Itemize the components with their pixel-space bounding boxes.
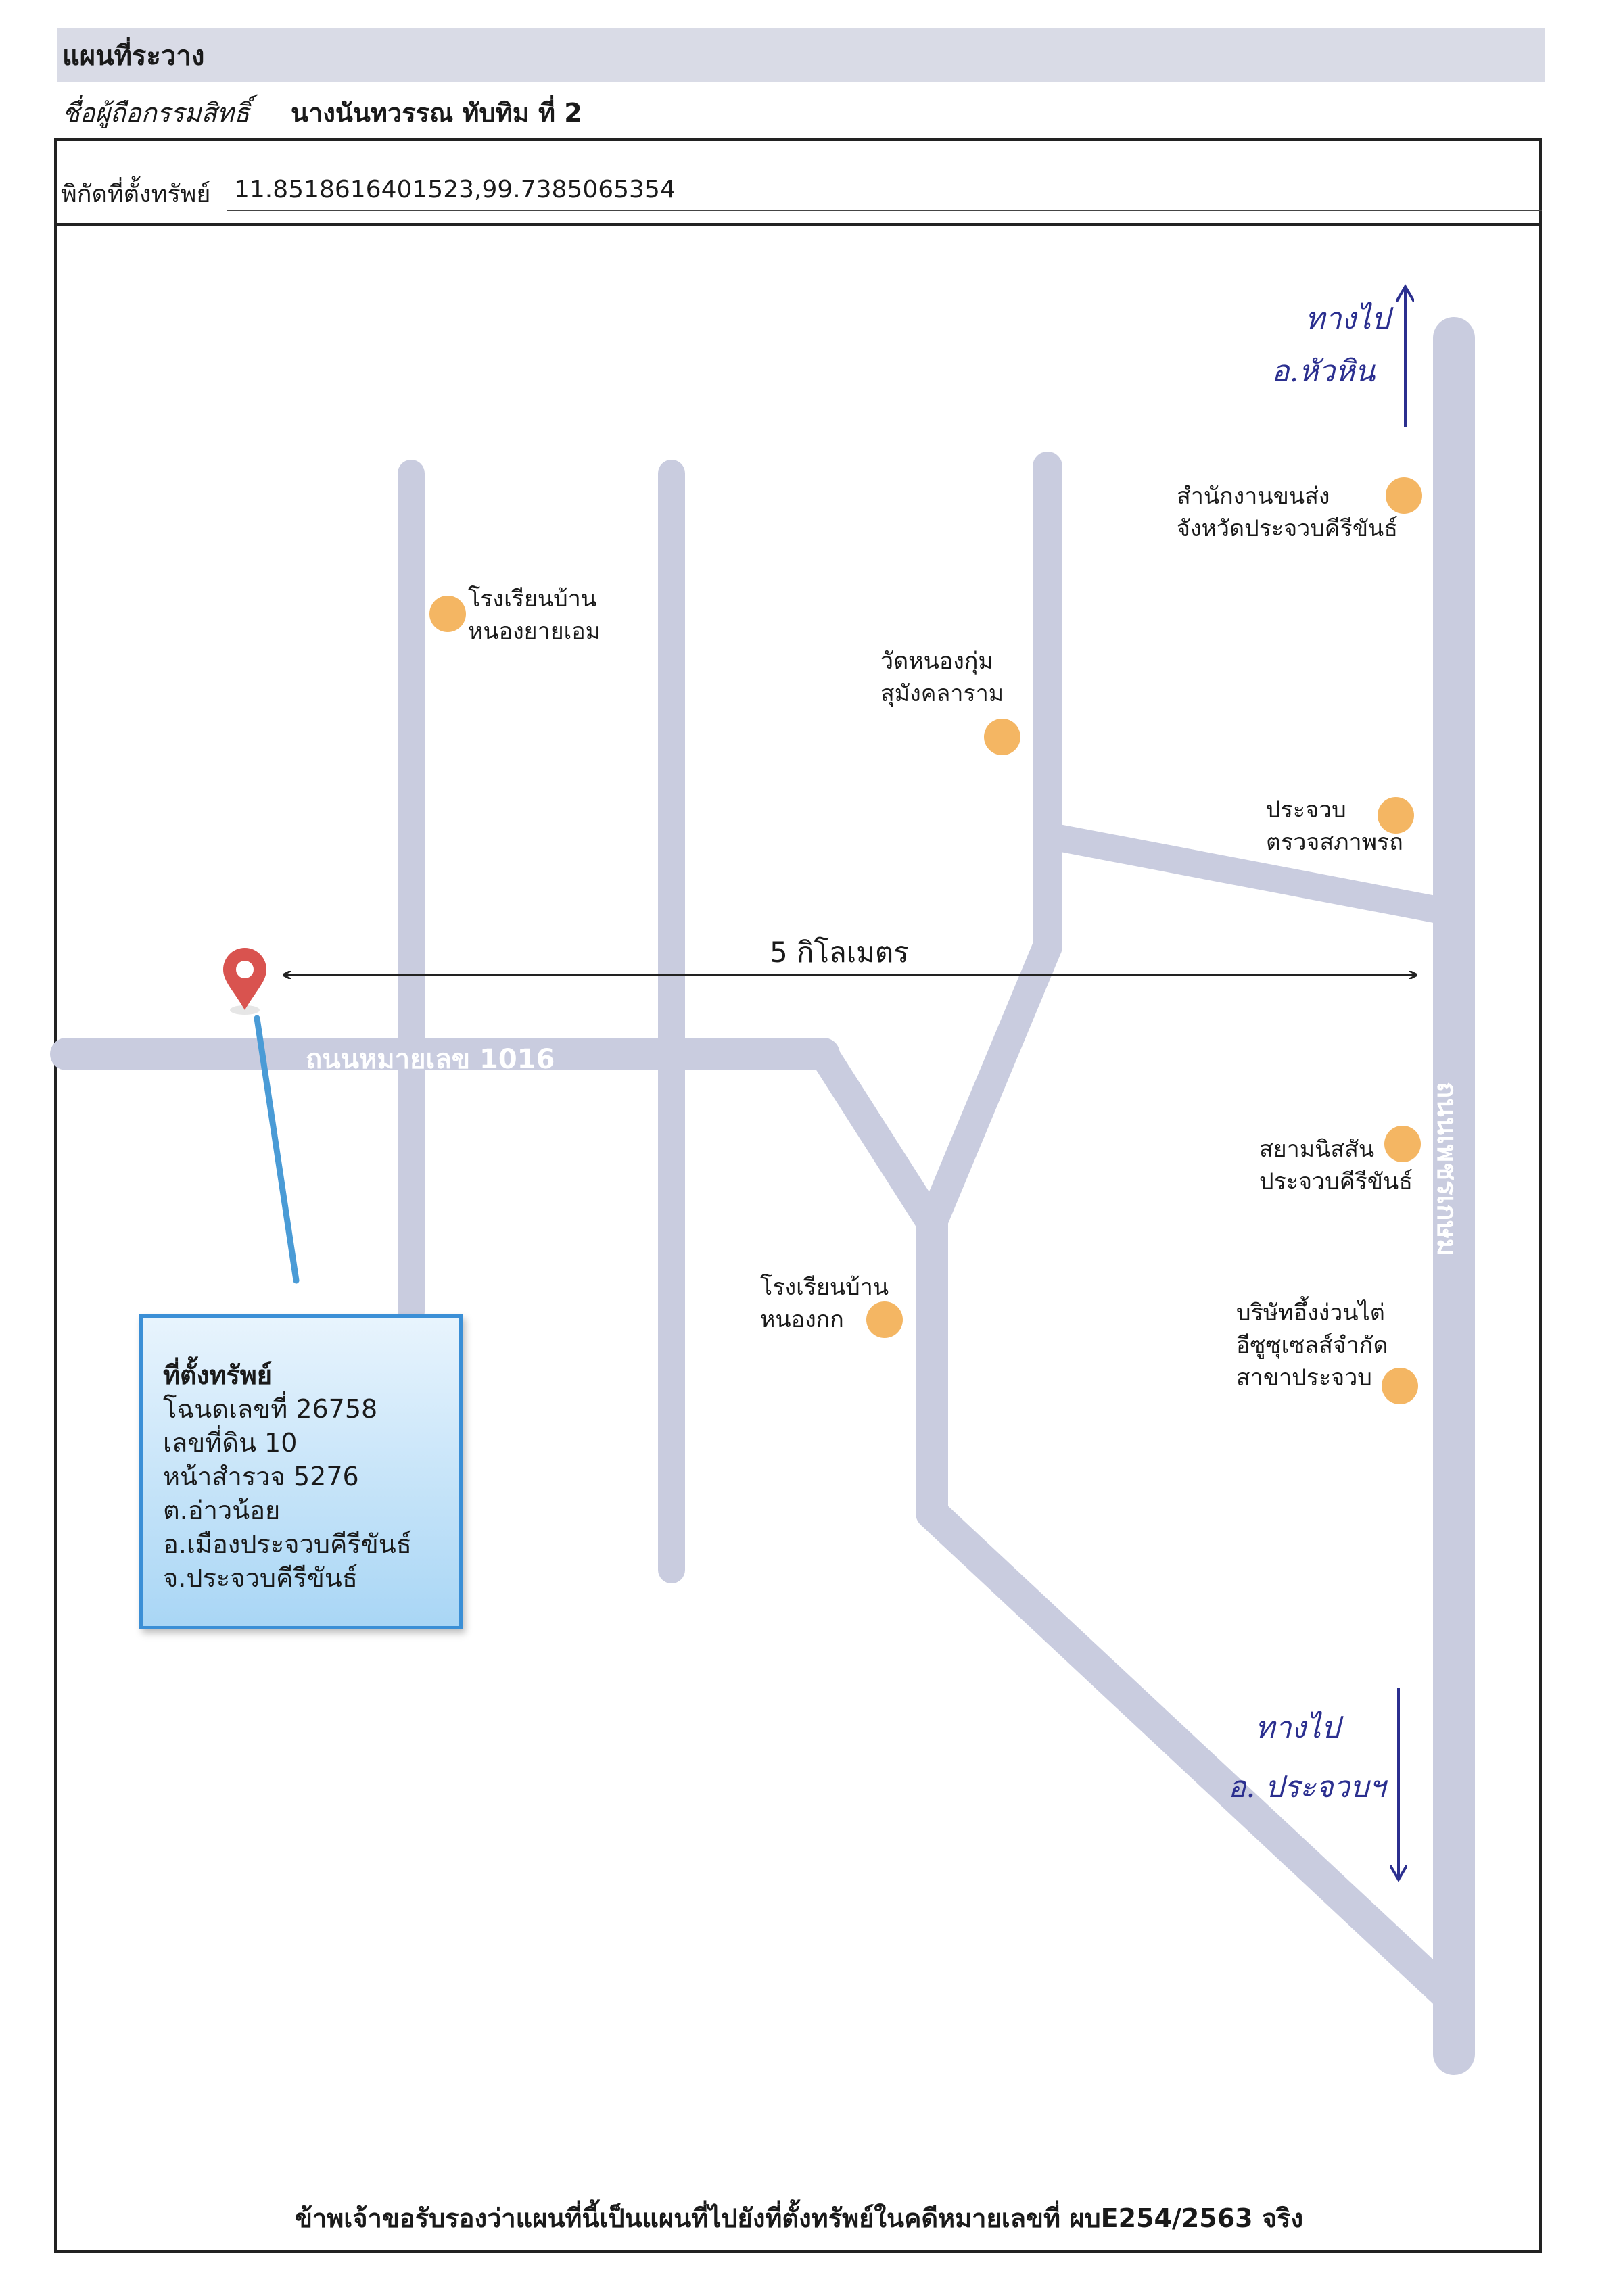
poi-label-school-nong-yai-aem: โรงเรียนบ้าน หนองยายเอม: [468, 585, 601, 645]
roads: [50, 317, 1475, 2075]
property-land-no: เลขที่ดิน 10: [163, 1428, 298, 1458]
poi-label-school-nong-kok: โรงเรียนบ้าน หนองกก: [760, 1274, 889, 1333]
owner-label: ชื่อผู้ถือกรรมสิทธิ์: [62, 98, 250, 128]
poi-label-transport-office: สำนักงานขนส่ง จังหวัดประจวบคีรีขันธ์: [1177, 483, 1399, 542]
poi-dot: [1384, 1126, 1421, 1162]
direction-north-line1: ทางไป: [1305, 302, 1390, 336]
property-subdistrict: ต.อ่าวน้อย: [163, 1496, 281, 1525]
highway-label: ถนนเพชรเกษม: [1431, 1082, 1462, 1257]
pointer-line: [254, 1015, 300, 1284]
poi-label-isuzu: บริษัทอึ้งง่วนไต่ อีซูซุเซลส์จำกัด สาขาป…: [1236, 1299, 1388, 1391]
poi-dot: [984, 719, 1020, 755]
location-pin-icon: [223, 948, 266, 1015]
property-deed: โฉนดเลขที่ 26758: [163, 1394, 378, 1424]
property-survey: หน้าสำรวจ 5276: [163, 1462, 359, 1491]
direction-north-line2: อ.หัวหิน: [1271, 354, 1376, 389]
coordinates-value: 11.8518616401523,99.7385065354: [234, 176, 676, 204]
owner-name: นางนันทวรรณ ทับทิม ที่ 2: [291, 98, 582, 128]
poi-dot: [1386, 477, 1422, 514]
road-fork-left: [809, 1039, 947, 1239]
distance-label: 5 กิโลเมตร: [770, 936, 909, 969]
certification-footer: ข้าพเจ้าขอรับรองว่าแผนที่นี้เป็นแผนที่ไป…: [294, 2203, 1304, 2233]
poi-dot: [866, 1301, 903, 1338]
property-district: อ.เมืองประจวบคีรีขันธ์: [163, 1529, 412, 1559]
poi-dot: [1382, 1368, 1418, 1404]
direction-arrows: [1399, 288, 1405, 1878]
map-frame: [54, 138, 1542, 2253]
coordinates-row: [54, 138, 1542, 226]
road-connector: [1034, 822, 1466, 926]
poi-label-siam-nissan: สยามนิสสัน ประจวบคีรีขันธ์: [1259, 1136, 1413, 1195]
direction-south-line1: ทางไป: [1255, 1711, 1340, 1745]
poi-dots: [429, 477, 1422, 1404]
coordinates-underline: [227, 210, 1542, 211]
property-title: ที่ตั้งทรัพย์: [163, 1360, 273, 1390]
poi-label-wat-nong-kum: วัดหนองกุ่ม สุมังคลาราม: [880, 648, 1004, 707]
header-bar: [57, 28, 1545, 82]
road-diagonal-south: [916, 1497, 1469, 2016]
poi-label-inspection: ประจวบ ตรวจสภาพรถ: [1266, 796, 1403, 856]
direction-south-line2: อ. ประจวบฯ: [1228, 1770, 1386, 1804]
poi-dot: [429, 596, 466, 632]
property-province: จ.ประจวบคีรีขันธ์: [163, 1563, 358, 1593]
road-fork-right: [917, 932, 1062, 1239]
page-title: แผนที่ระวาง: [62, 41, 205, 72]
road-1016-label: ถนนหมายเลข 1016: [306, 1044, 555, 1075]
coordinates-label: พิกัดที่ตั้งทรัพย์: [61, 181, 211, 208]
poi-dot: [1378, 797, 1414, 834]
property-info-box: ที่ตั้งทรัพย์ โฉนดเลขที่ 26758 เลขที่ดิน…: [139, 1314, 463, 1629]
